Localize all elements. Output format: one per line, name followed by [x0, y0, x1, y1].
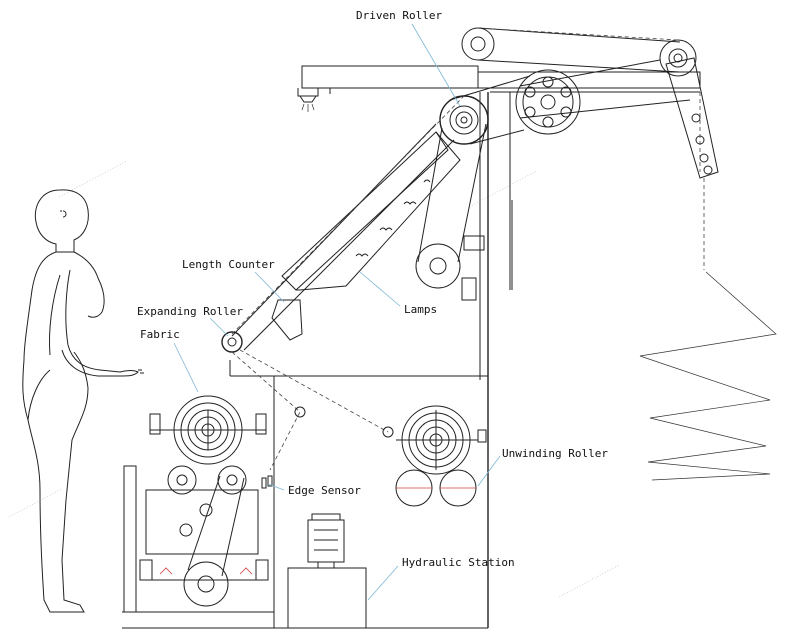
operator-figure	[22, 189, 144, 613]
tension-pulley	[415, 243, 461, 289]
lamp-1	[355, 253, 369, 257]
svg-text:···························: ···························	[467, 168, 540, 213]
right-beam	[477, 71, 701, 89]
lamp-2	[379, 227, 393, 231]
fabric-path	[231, 27, 705, 471]
driven-roller	[439, 95, 489, 145]
edge-sensor	[261, 475, 273, 489]
watermark: ··························· ············…	[7, 158, 622, 603]
label-driven-roller: Driven Roller	[356, 9, 442, 22]
swing-arm	[665, 57, 719, 179]
label-expanding-roller: Expanding Roller	[137, 305, 243, 318]
guide-roller-1	[294, 406, 306, 418]
lamp-4	[423, 179, 431, 183]
label-lamps: Lamps	[404, 303, 437, 316]
labels: Driven Roller Length Counter Expanding R…	[137, 9, 608, 569]
lamp-3	[403, 201, 417, 205]
length-counter-box	[271, 299, 303, 341]
label-fabric: Fabric	[140, 328, 180, 341]
fabric-roll-assembly	[122, 395, 274, 613]
sprayer-nozzle	[297, 88, 319, 103]
svg-text:························: ························	[557, 562, 622, 603]
hydraulic-station	[287, 513, 367, 629]
label-hydraulic-station: Hydraulic Station	[402, 556, 515, 569]
label-edge-sensor: Edge Sensor	[288, 484, 361, 497]
inspection-board	[231, 123, 461, 351]
expanding-roller	[221, 331, 243, 353]
guide-roller-2	[382, 426, 394, 438]
folded-fabric	[639, 271, 777, 481]
top-beam	[301, 65, 479, 89]
svg-text:···························: ···························	[57, 158, 130, 203]
label-length-counter: Length Counter	[182, 258, 275, 271]
unwinding-roller-assembly	[395, 405, 478, 507]
driven-roller-assembly	[415, 27, 719, 289]
leader-lines	[173, 23, 501, 601]
gear-wheel	[515, 69, 581, 135]
svg-text:·····················: ·····················	[7, 486, 65, 523]
label-unwinding-roller: Unwinding Roller	[502, 447, 608, 460]
